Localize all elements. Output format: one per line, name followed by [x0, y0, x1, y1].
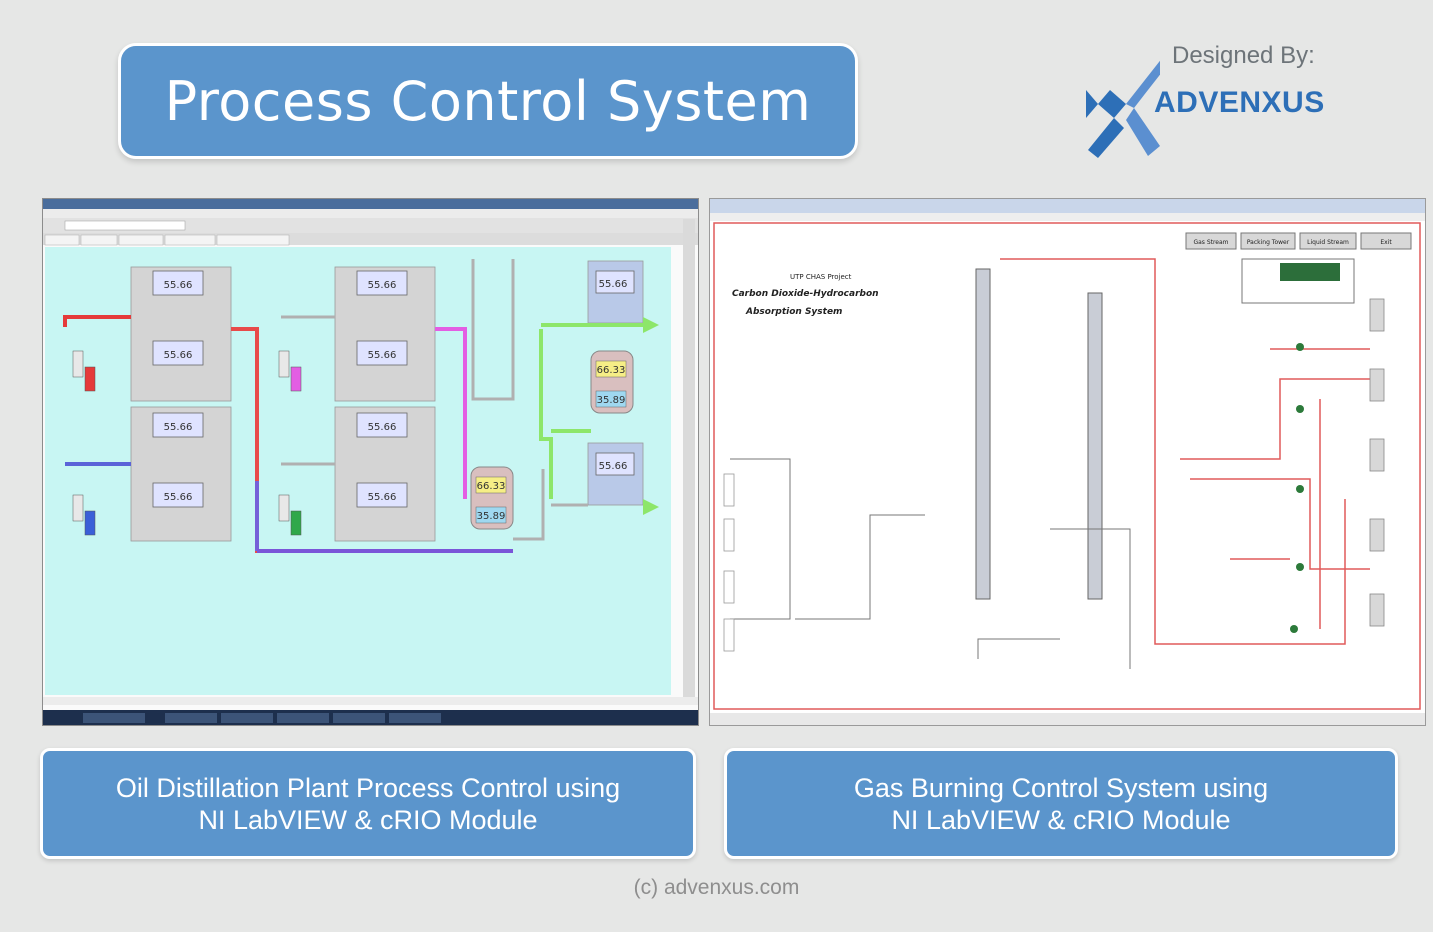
right-caption: Gas Burning Control System using NI LabV… [724, 748, 1398, 859]
page-title: Process Control System [164, 69, 812, 133]
left-caption-line2: NI LabVIEW & cRIO Module [198, 804, 538, 835]
gas-stream-button[interactable] [1185, 232, 1237, 250]
system-title-line1: Carbon Dioxide-Hydrocarbon [732, 289, 879, 299]
readout-9: 55.66 [599, 279, 628, 290]
liquid-stream-label: Liquid Stream [1307, 239, 1349, 246]
packing-tower-label: Packing Tower [1247, 239, 1290, 246]
brand-name: ADVENXUS [1154, 86, 1325, 119]
oil-distillation-screenshot: 55.66 55.66 55.66 55.66 55.66 55.66 55.6… [42, 198, 699, 726]
system-title-line2: Absorption System [745, 307, 842, 317]
exit-label: Exit [1380, 239, 1392, 246]
left-caption-line1: Oil Distillation Plant Process Control u… [115, 772, 621, 803]
exit-button[interactable] [1360, 232, 1412, 250]
liquid-stream-button[interactable] [1299, 232, 1357, 250]
readout-1: 55.66 [164, 280, 193, 291]
nav-buttons [1185, 232, 1412, 250]
left-caption: Oil Distillation Plant Process Control u… [40, 748, 696, 859]
packing-tower-button[interactable] [1240, 232, 1296, 250]
title-banner: Process Control System [118, 43, 858, 159]
tank-b-readout-top: 66.33 [477, 481, 506, 492]
readout-2: 55.66 [164, 350, 193, 361]
tank-b-readout-bottom: 35.89 [477, 511, 506, 522]
tank-a-readout-bottom: 35.89 [597, 395, 626, 406]
gas-burning-screenshot: UTP CHAS Project Carbon Dioxide-Hydrocar… [709, 198, 1426, 726]
tank-a-readout-top: 66.33 [597, 365, 626, 376]
absorption-window: UTP CHAS Project Carbon Dioxide-Hydrocar… [710, 199, 1425, 725]
readout-4: 55.66 [164, 492, 193, 503]
right-caption-line1: Gas Burning Control System using [853, 772, 1269, 803]
readout-3: 55.66 [164, 422, 193, 433]
designer-logo: Designed By: ADVENXUS [1080, 38, 1324, 168]
readout-5: 55.66 [368, 280, 397, 291]
project-label: UTP CHAS Project [790, 273, 852, 281]
designed-by-label: Designed By: [1172, 42, 1315, 69]
readout-7: 55.66 [368, 422, 397, 433]
absorption-columns [975, 268, 1103, 600]
readout-8: 55.66 [368, 492, 397, 503]
copyright-footer: (c) advenxus.com [633, 876, 800, 899]
gas-stream-label: Gas Stream [1193, 239, 1228, 246]
readout-6: 55.66 [368, 350, 397, 361]
advenxus-logo-icon [1086, 60, 1160, 158]
readout-10: 55.66 [599, 461, 628, 472]
labview-window: 55.66 55.66 55.66 55.66 55.66 55.66 55.6… [43, 199, 698, 725]
right-caption-line2: NI LabVIEW & cRIO Module [891, 804, 1231, 835]
